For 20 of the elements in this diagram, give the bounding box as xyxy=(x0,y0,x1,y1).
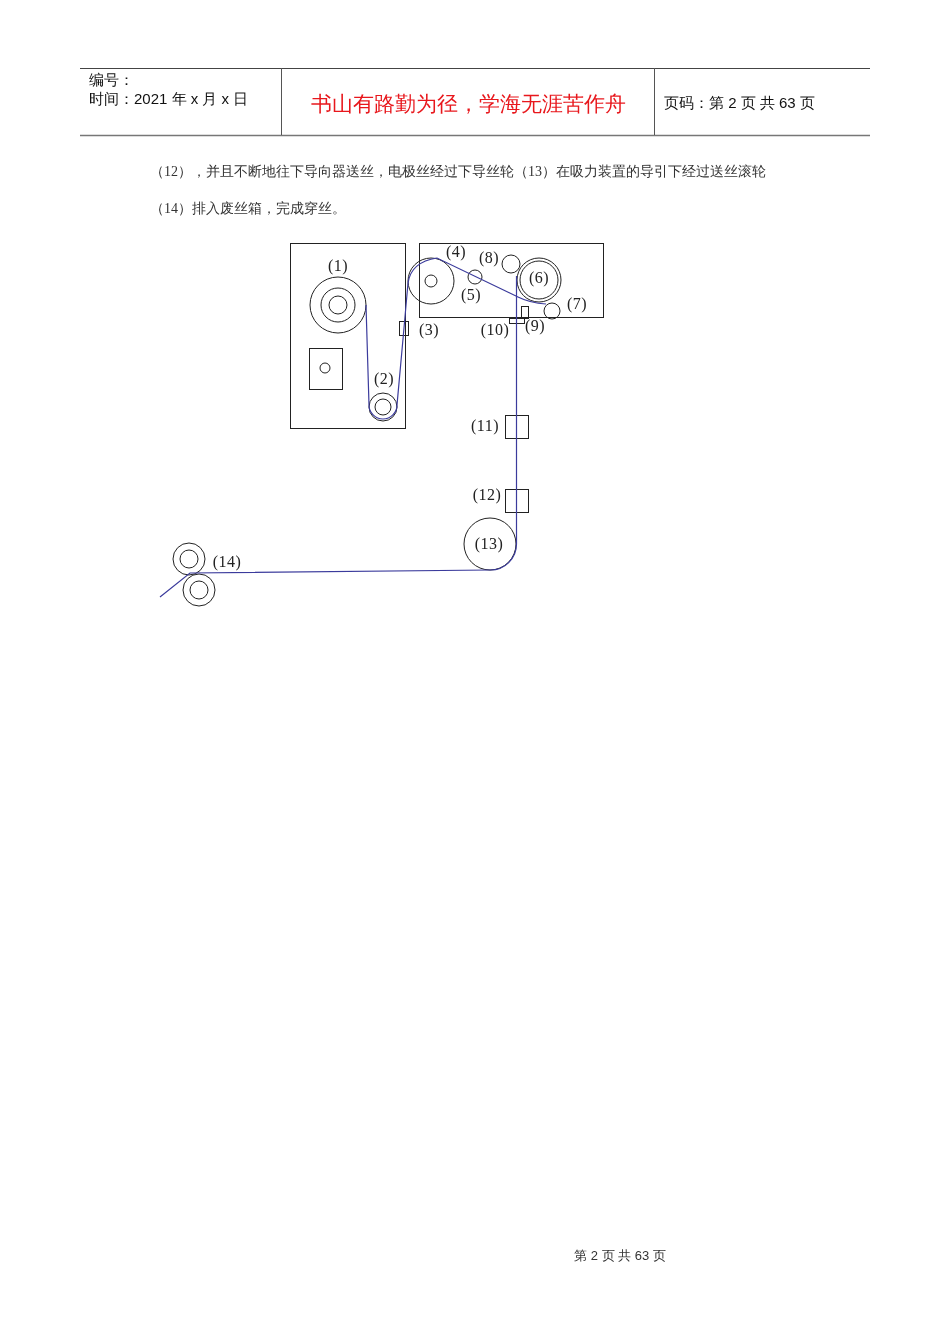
callout-number: (9) xyxy=(524,316,546,336)
callout-number: (5) xyxy=(460,285,482,305)
callout-number: (11) xyxy=(470,416,500,436)
callout-number: (7) xyxy=(566,294,588,314)
callout-number: (4) xyxy=(445,242,467,262)
callout-number: (13) xyxy=(474,534,504,554)
callout-number: (14) xyxy=(212,552,242,572)
callout-number: (10) xyxy=(480,320,510,340)
serial-number-label: 编号： xyxy=(89,71,134,89)
callout-number: (6) xyxy=(528,268,550,288)
callout-number: (2) xyxy=(373,369,395,389)
body-paragraph: （12），并且不断地往下导向器送丝，电极丝经过下导丝轮（13）在吸力装置的导引下经过送丝滚轮（14）排入废丝箱，完成穿丝。 xyxy=(150,162,767,218)
page-footer: 第 2 页 共 63 页 xyxy=(574,1248,666,1264)
callout-number: (3) xyxy=(418,320,440,340)
callout-number: (12) xyxy=(472,485,502,505)
page-number-label: 页码：第 2 页 共 63 页 xyxy=(664,94,815,112)
callout-number: (1) xyxy=(327,256,349,276)
motto-heading: 书山有路勤为径，学海无涯苦作舟 xyxy=(310,91,626,117)
date-label: 时间：2021 年 x 月 x 日 xyxy=(89,90,249,108)
callout-number: (8) xyxy=(478,248,500,268)
